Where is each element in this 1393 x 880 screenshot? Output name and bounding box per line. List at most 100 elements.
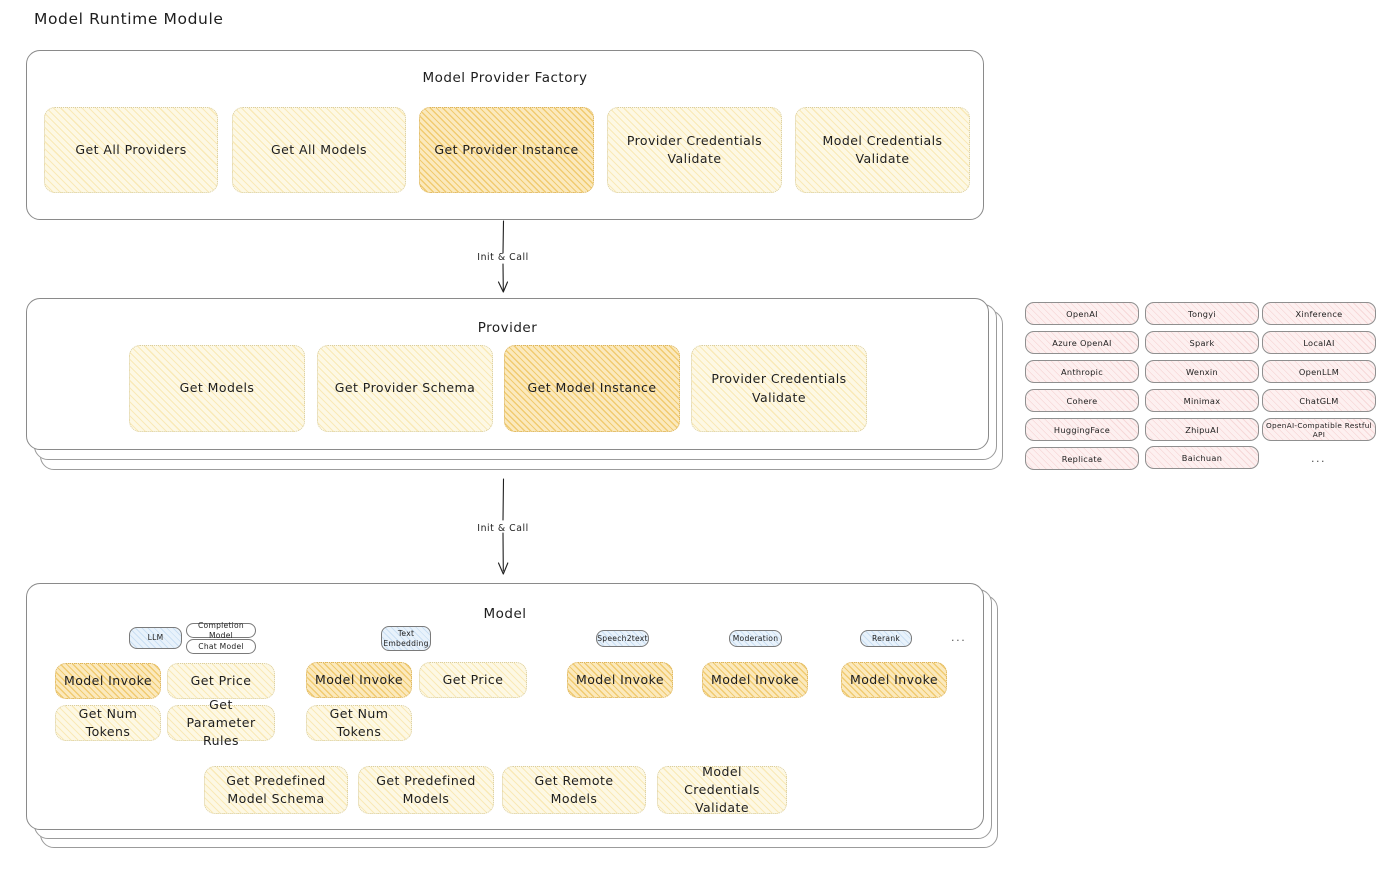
provider-tag-label: Spark xyxy=(1189,337,1215,348)
node-label: Provider Credentials Validate xyxy=(711,371,847,405)
node-get-predefined-model-schema[interactable]: Get Predefined Model Schema xyxy=(204,766,348,814)
provider-tag-huggingface[interactable]: HuggingFace xyxy=(1025,418,1139,441)
node-label: Get Num Tokens xyxy=(78,705,138,739)
node-llm-get-price[interactable]: Get Price xyxy=(167,663,275,699)
node-label: Model Invoke xyxy=(63,672,153,688)
provider-tag-spark[interactable]: Spark xyxy=(1145,331,1259,354)
node-get-provider-instance[interactable]: Get Provider Instance xyxy=(419,107,594,193)
provider-tag-baichuan[interactable]: Baichuan xyxy=(1145,446,1259,469)
arrow-label-init-call-1: Init & Call xyxy=(477,252,529,263)
node-get-provider-schema[interactable]: Get Provider Schema xyxy=(317,345,493,432)
badge-llm[interactable]: LLM xyxy=(129,627,182,649)
provider-tag-label: Replicate xyxy=(1061,453,1103,464)
provider-tag-label: LocalAI xyxy=(1303,337,1335,348)
node-label: Get All Models xyxy=(270,141,368,157)
node-label: Model Invoke xyxy=(314,671,404,687)
node-rerank-model-invoke[interactable]: Model Invoke xyxy=(841,662,947,698)
node-label: Get Price xyxy=(442,671,504,687)
node-label: Get All Providers xyxy=(75,141,187,157)
model-types-ellipsis: ... xyxy=(951,631,967,644)
provider-tag-label: OpenLLM xyxy=(1298,366,1340,377)
node-label: Get Parameter Rules xyxy=(186,696,256,749)
provider-tag-label: Tongyi xyxy=(1188,308,1216,319)
node-get-all-models[interactable]: Get All Models xyxy=(232,107,406,193)
badge-label: Completion Model xyxy=(198,620,244,640)
node-provider-credentials-validate-factory[interactable]: Provider Credentials Validate xyxy=(607,107,782,193)
node-label: Get Models xyxy=(179,380,255,396)
provider-tag-label: Wenxin xyxy=(1186,366,1218,377)
node-label: Get Model Instance xyxy=(527,380,657,396)
node-text-embedding-model-invoke[interactable]: Model Invoke xyxy=(306,662,412,698)
provider-tag-label: Azure OpenAI xyxy=(1052,337,1112,348)
node-speech2text-model-invoke[interactable]: Model Invoke xyxy=(567,662,673,698)
provider-tag-label: HuggingFace xyxy=(1053,424,1111,435)
provider-tag-chatglm[interactable]: ChatGLM xyxy=(1262,389,1376,412)
badge-moderation[interactable]: Moderation xyxy=(729,630,782,647)
provider-tag-label: Anthropic xyxy=(1060,366,1104,377)
node-model-credentials-validate[interactable]: Model Credentials Validate xyxy=(657,763,787,816)
provider-title: Provider xyxy=(477,320,538,336)
badge-rerank[interactable]: Rerank xyxy=(860,630,912,647)
provider-tag-label: Xinference xyxy=(1295,308,1343,319)
provider-tag-tongyi[interactable]: Tongyi xyxy=(1145,302,1259,325)
node-label: Model Invoke xyxy=(710,671,800,687)
node-moderation-model-invoke[interactable]: Model Invoke xyxy=(702,662,808,698)
node-label: Model Credentials Validate xyxy=(684,763,760,816)
badge-label: Rerank xyxy=(871,633,901,643)
node-model-credentials-validate-factory[interactable]: Model Credentials Validate xyxy=(795,107,970,193)
node-get-models[interactable]: Get Models xyxy=(129,345,305,432)
provider-tag-localai[interactable]: LocalAI xyxy=(1262,331,1376,354)
node-llm-get-parameter-rules[interactable]: Get Parameter Rules xyxy=(167,697,275,748)
provider-tag-anthropic[interactable]: Anthropic xyxy=(1025,360,1139,383)
provider-tag-azure-openai[interactable]: Azure OpenAI xyxy=(1025,331,1139,354)
provider-tag-wenxin[interactable]: Wenxin xyxy=(1145,360,1259,383)
node-label: Get Predefined Model Schema xyxy=(226,772,326,806)
node-llm-get-num-tokens[interactable]: Get Num Tokens xyxy=(55,705,161,741)
node-text-embedding-get-price[interactable]: Get Price xyxy=(419,662,527,698)
provider-tag-ellipsis: ... xyxy=(1311,452,1326,465)
provider-tag-xinference[interactable]: Xinference xyxy=(1262,302,1376,325)
provider-tag-label: OpenAI xyxy=(1066,308,1098,319)
node-label: Provider Credentials Validate xyxy=(626,132,763,166)
provider-tag-openai[interactable]: OpenAI xyxy=(1025,302,1139,325)
badge-speech2text[interactable]: Speech2text xyxy=(596,630,649,647)
badge-label: Text Embedding xyxy=(383,628,429,648)
badge-label: LLM xyxy=(147,633,164,643)
node-llm-model-invoke[interactable]: Model Invoke xyxy=(55,663,161,699)
arrow-label-init-call-2: Init & Call xyxy=(477,523,529,534)
node-get-predefined-models[interactable]: Get Predefined Models xyxy=(358,766,494,814)
node-label: Get Num Tokens xyxy=(329,705,389,739)
badge-chat-model[interactable]: Chat Model xyxy=(186,639,256,654)
provider-tag-label: Minimax xyxy=(1183,395,1221,406)
provider-tag-replicate[interactable]: Replicate xyxy=(1025,447,1139,470)
badge-label: Speech2text xyxy=(597,633,648,643)
node-get-remote-models[interactable]: Get Remote Models xyxy=(502,766,646,814)
model-provider-factory-title: Model Provider Factory xyxy=(422,70,588,86)
provider-tag-openai-compatible-restful-api[interactable]: OpenAI-Compatible Restful API xyxy=(1262,418,1376,441)
node-get-model-instance[interactable]: Get Model Instance xyxy=(504,345,680,432)
node-label: Get Provider Instance xyxy=(434,141,579,157)
node-label: Get Price xyxy=(190,672,252,688)
provider-tag-minimax[interactable]: Minimax xyxy=(1145,389,1259,412)
badge-label: Chat Model xyxy=(198,641,244,651)
badge-completion-model[interactable]: Completion Model xyxy=(186,620,256,640)
provider-tag-label: Baichuan xyxy=(1181,452,1223,463)
node-get-all-providers[interactable]: Get All Providers xyxy=(44,107,218,193)
provider-tag-label: ZhipuAI xyxy=(1185,424,1219,435)
node-label: Get Provider Schema xyxy=(334,380,476,396)
provider-tag-cohere[interactable]: Cohere xyxy=(1025,389,1139,412)
node-label: Model Invoke xyxy=(849,671,939,687)
provider-tag-label: OpenAI-Compatible Restful API xyxy=(1266,420,1373,439)
node-provider-credentials-validate[interactable]: Provider Credentials Validate xyxy=(691,345,867,432)
provider-tag-label: Cohere xyxy=(1066,395,1098,406)
badge-text-embedding[interactable]: Text Embedding xyxy=(381,626,431,651)
arrow-factory-to-provider xyxy=(497,220,509,293)
model-title: Model xyxy=(483,606,527,622)
provider-tag-openllm[interactable]: OpenLLM xyxy=(1262,360,1376,383)
provider-tag-label: ChatGLM xyxy=(1299,395,1339,406)
badge-label: Moderation xyxy=(732,633,779,643)
provider-tag-zhipuai[interactable]: ZhipuAI xyxy=(1145,418,1259,441)
node-text-embedding-get-num-tokens[interactable]: Get Num Tokens xyxy=(306,705,412,741)
node-label: Get Predefined Models xyxy=(376,772,476,806)
